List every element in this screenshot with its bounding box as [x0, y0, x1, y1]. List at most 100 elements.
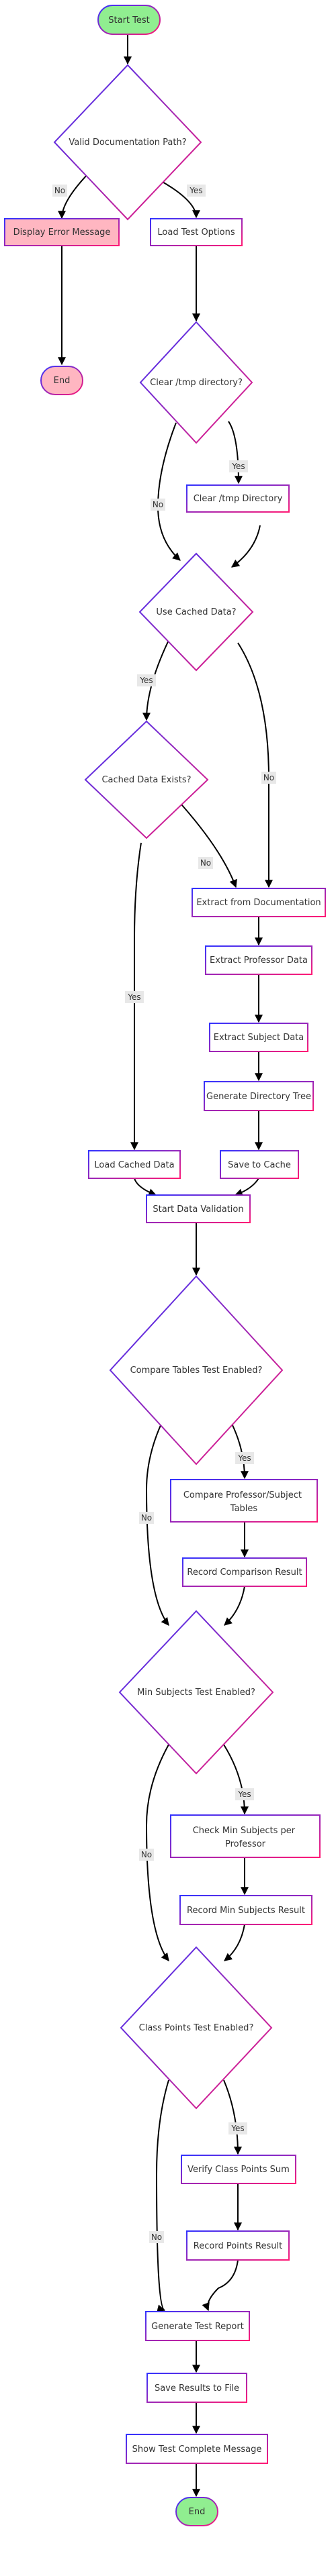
edge-compareq-to-minq: [145, 1408, 169, 1626]
end-final-shape: [175, 2497, 218, 2526]
valid-path-shape: [53, 64, 202, 221]
verify-points-shape: [181, 2155, 296, 2184]
cached-exists-decision: Cached Data Exists?: [84, 720, 209, 839]
start-shape: [97, 5, 161, 35]
edge-label-bg: [228, 2122, 247, 2134]
edge-label-yes-compare: Yes: [235, 1452, 254, 1464]
show-complete-label: Show Test Complete Message: [132, 2444, 262, 2455]
compare-tables-node: Compare Professor/Subject Tables: [170, 1479, 318, 1523]
cached-exists-label: Cached Data Exists?: [101, 775, 191, 785]
edge-label-bg: [139, 1512, 154, 1524]
check-min-line2: Professor: [225, 1839, 266, 1849]
edge-clear-to-usecached: [231, 525, 261, 568]
start-validation-shape: [146, 1194, 251, 1223]
extract-doc-label: Extract from Documentation: [196, 898, 321, 908]
edge-clearq-to-clear: [228, 421, 243, 484]
edge-recordpts-to-report: [202, 2259, 239, 2312]
verify-points-node: Verify Class Points Sum: [181, 2155, 296, 2184]
clear-tmp-label: Clear /tmp Directory: [194, 494, 283, 504]
edge-save-to-validation: [234, 1178, 259, 1196]
save-cache-shape: [220, 1150, 299, 1179]
edge-label-bg: [52, 185, 67, 197]
edge-label-text: No: [54, 186, 65, 195]
load-cached-shape: [88, 1150, 181, 1179]
use-cached-label: Use Cached Data?: [156, 607, 236, 617]
edge-label-yes-min: Yes: [235, 1788, 254, 1800]
extract-prof-node: Extract Professor Data: [205, 945, 312, 975]
edge-label-no-compare: No: [139, 1512, 154, 1524]
edge-classq-to-verify: [223, 2079, 242, 2155]
record-points-label: Record Points Result: [194, 2241, 282, 2251]
compare-tables-shape: [170, 1479, 318, 1523]
record-compare-node: Record Comparison Result: [182, 1557, 307, 1587]
edge-label-bg: [149, 2231, 164, 2243]
edge-minq-to-classq: [145, 1744, 169, 1961]
edge-label-text: Yes: [139, 676, 153, 685]
save-cache-node: Save to Cache: [220, 1150, 299, 1179]
clear-tmp-node: Clear /tmp Directory: [186, 484, 290, 513]
edge-classq-to-report: [155, 2079, 169, 2313]
compare-q-shape: [109, 1275, 284, 1465]
edge-minq-to-check: [223, 1744, 249, 1815]
edge-label-bg: [139, 1849, 154, 1861]
edge-label-no-cachedexists: No: [198, 857, 213, 869]
gen-report-node: Generate Test Report: [145, 2311, 250, 2341]
gen-report-shape: [145, 2311, 250, 2341]
save-cache-label: Save to Cache: [228, 1160, 291, 1170]
edge-cachedexists-to-extract: [175, 798, 237, 888]
clear-tmp-q-shape: [139, 321, 253, 444]
edge-labels: No Yes Yes No Yes No No Yes: [52, 185, 276, 2243]
record-points-node: Record Points Result: [186, 2230, 290, 2261]
start-node: Start Test: [97, 5, 161, 35]
end-final-node: End: [175, 2497, 218, 2526]
edge-label-text: Yes: [230, 2124, 244, 2133]
edge-label-text: Yes: [189, 186, 202, 195]
edge-label-text: No: [141, 1513, 152, 1523]
gen-report-label: Generate Test Report: [151, 2322, 244, 2332]
edge-label-text: No: [151, 2232, 162, 2242]
extract-prof-label: Extract Professor Data: [210, 956, 308, 966]
edge-label-no-valid: No: [52, 185, 67, 197]
check-min-node: Check Min Subjects per Professor: [170, 1814, 321, 1858]
load-options-shape: [150, 218, 243, 246]
load-options-label: Load Test Options: [157, 227, 235, 238]
record-points-shape: [186, 2230, 290, 2261]
compare-q-label: Compare Tables Test Enabled?: [130, 1366, 263, 1376]
edge-label-text: No: [200, 858, 211, 868]
edge-label-text: No: [263, 773, 274, 782]
class-points-q-shape: [120, 1946, 273, 2110]
edge-usecached-to-extract: [237, 642, 273, 888]
save-results-shape: [146, 2373, 247, 2403]
edge-label-bg: [235, 1788, 254, 1800]
edge-loadcached-to-validation: [134, 1178, 157, 1196]
edge-label-text: Yes: [231, 462, 245, 471]
edge-cachedexists-to-loadcached: [130, 842, 142, 1151]
edge-label-bg: [125, 991, 144, 1003]
edge-label-text: No: [141, 1850, 152, 1859]
edge-recordmin-to-classq: [224, 1924, 245, 1961]
use-cached-shape: [138, 552, 254, 672]
edge-clearq-to-usecached: [157, 422, 181, 561]
class-points-decision: Class Points Test Enabled?: [120, 1946, 273, 2110]
display-error-label: Display Error Message: [13, 227, 111, 238]
edge-label-bg: [229, 460, 248, 472]
edge-valid-to-error: [58, 172, 89, 219]
record-compare-shape: [182, 1557, 307, 1587]
check-min-line1: Check Min Subjects per: [193, 1826, 296, 1836]
class-points-q-label: Class Points Test Enabled?: [139, 2023, 254, 2033]
edge-label-bg: [198, 857, 213, 869]
clear-tmp-shape: [186, 484, 290, 513]
end-error-node: End: [40, 366, 83, 395]
edge-label-yes-class: Yes: [228, 2122, 247, 2134]
load-cached-node: Load Cached Data: [88, 1150, 181, 1179]
end-error-shape: [40, 366, 83, 395]
start-label: Start Test: [108, 15, 150, 25]
use-cached-decision: Use Cached Data?: [138, 552, 254, 672]
min-subj-q-shape: [118, 1610, 274, 1775]
load-cached-label: Load Cached Data: [94, 1160, 174, 1170]
edge-record-to-minq: [224, 1586, 245, 1626]
edge-label-bg: [235, 1452, 254, 1464]
start-validation-node: Start Data Validation: [146, 1194, 251, 1223]
edge-label-bg: [151, 499, 165, 511]
edge-label-bg: [137, 674, 156, 686]
